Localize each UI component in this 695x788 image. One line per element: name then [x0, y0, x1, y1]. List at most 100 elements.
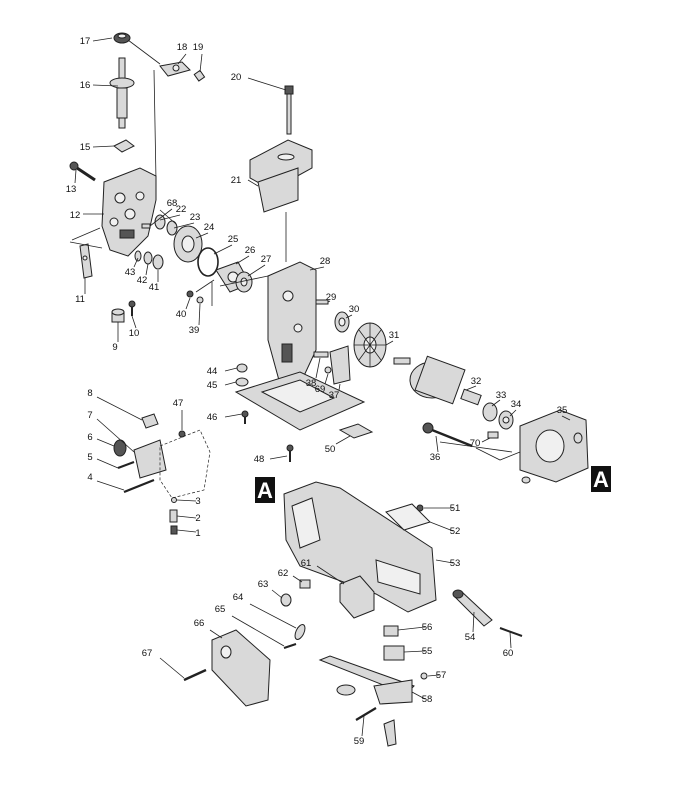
part-30-bearing	[334, 311, 350, 333]
part-label-33: 33	[496, 390, 507, 401]
leader-line-70	[481, 437, 491, 443]
part-6-knob	[113, 439, 127, 457]
part-65-screw	[283, 643, 297, 649]
part-24-gear	[173, 225, 203, 263]
leader-line-5	[96, 458, 119, 469]
part-63-knob	[280, 593, 292, 607]
part-4-screw	[123, 478, 155, 494]
part-label-2: 2	[195, 513, 200, 524]
leader-line-21	[247, 179, 259, 187]
part-label-50: 50	[325, 444, 336, 455]
leader-line-26	[235, 255, 250, 265]
assembly-guides	[69, 39, 521, 461]
leader-line-22	[159, 214, 181, 221]
leader-line-19	[199, 53, 203, 73]
leader-line-69	[324, 373, 329, 385]
part-label-52: 52	[450, 526, 461, 537]
leader-line-56	[397, 626, 426, 631]
part-label-51: 51	[450, 503, 461, 514]
part-label-62: 62	[278, 568, 289, 579]
leader-line-58	[411, 691, 426, 700]
part-label-28: 28	[320, 256, 331, 267]
part-54-handle	[452, 589, 493, 627]
part-19-screw	[193, 69, 206, 82]
part-label-15: 15	[80, 142, 91, 153]
part-32-armature	[393, 355, 482, 406]
part-label-54: 54	[465, 632, 476, 643]
part-31-fan	[353, 322, 387, 368]
part-label-39: 39	[189, 325, 200, 336]
part-label-11: 11	[75, 294, 85, 305]
part-label-68: 68	[167, 198, 178, 209]
leader-line-35	[561, 415, 571, 421]
part-label-60: 60	[503, 648, 514, 659]
part-33-bearing	[482, 402, 498, 422]
part-label-58: 58	[422, 694, 433, 705]
leader-line-60	[509, 631, 512, 649]
leader-line-63	[271, 589, 283, 599]
part-8-block	[141, 413, 159, 429]
part-15-holder	[113, 139, 135, 153]
part-11-blade-clamp	[79, 243, 93, 279]
leader-line-36	[435, 435, 439, 453]
part-18-clamp	[159, 61, 191, 77]
leader-line-1	[176, 529, 197, 533]
part-label-7: 7	[87, 410, 92, 421]
part-label-18: 18	[177, 42, 188, 53]
part-45-washer	[235, 377, 249, 387]
part-67-screw	[183, 668, 207, 682]
part-label-57: 57	[436, 670, 447, 681]
leader-line-44	[224, 367, 238, 372]
leader-line-57	[427, 674, 440, 677]
part-1-screw	[170, 525, 178, 535]
part-base-plate	[234, 371, 366, 431]
part-48-screw	[286, 444, 294, 462]
part-label-56: 56	[422, 622, 433, 633]
leader-line-43	[133, 257, 139, 268]
part-label-9: 9	[112, 342, 117, 353]
part-label-6: 6	[87, 432, 92, 443]
part-label-61: 61	[301, 558, 312, 569]
part-label-19: 19	[193, 42, 204, 53]
part-label-35: 35	[557, 405, 568, 416]
part-3-ball	[171, 497, 177, 503]
part-10-screw	[128, 300, 136, 316]
part-label-67: 67	[142, 648, 153, 659]
part-66-cover	[211, 629, 271, 707]
part-37-baffle	[329, 345, 351, 385]
part-42-washer	[143, 251, 153, 265]
part-50-pad	[338, 423, 374, 439]
leader-line-68	[149, 208, 173, 227]
part-label-8: 8	[87, 388, 92, 399]
leader-line-45	[224, 381, 237, 386]
part-label-64: 64	[233, 592, 244, 603]
part-2-spring	[169, 509, 178, 523]
part-55-block	[383, 645, 405, 661]
part-label-29: 29	[326, 292, 337, 303]
part-36-screw	[422, 422, 473, 448]
part-bottom-clip	[383, 719, 397, 747]
leader-line-37	[338, 383, 341, 391]
leader-line-66	[209, 629, 223, 639]
leader-line-8	[96, 396, 143, 421]
leader-line-17	[92, 37, 113, 42]
part-64-plate	[294, 624, 306, 640]
part-7-lever	[133, 439, 167, 479]
part-label-30: 30	[349, 304, 360, 315]
leader-line-67	[159, 657, 185, 679]
part-56-brush	[383, 625, 399, 637]
part-46-screw	[241, 410, 249, 424]
part-label-69: 69	[315, 384, 326, 395]
part-39-washer	[196, 296, 204, 304]
leader-line-64	[249, 603, 297, 629]
part-60-pin	[499, 627, 523, 637]
part-label-46: 46	[207, 412, 218, 423]
leader-line-3	[176, 499, 197, 502]
part-label-1: 1	[195, 528, 200, 539]
leader-line-54	[472, 611, 475, 633]
leader-line-32	[465, 385, 477, 391]
section-marker-A-right: A	[591, 466, 611, 492]
